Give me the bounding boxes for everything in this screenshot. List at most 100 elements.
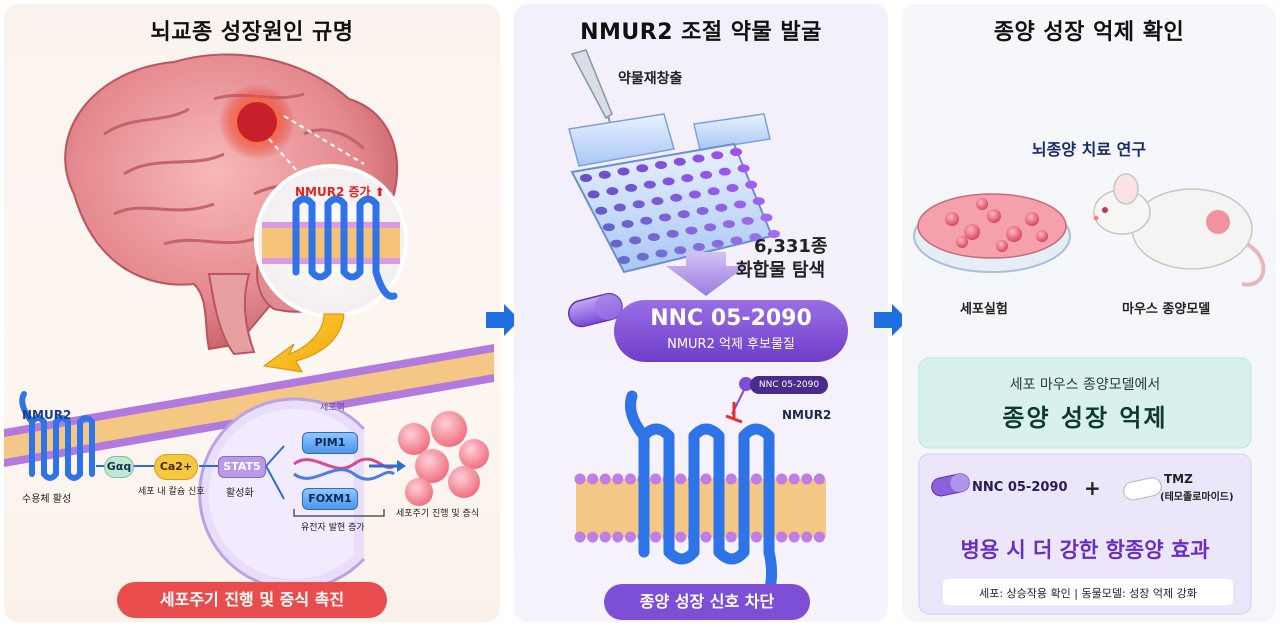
research-label: 뇌종양 치료 연구: [1031, 140, 1147, 159]
membrane-head: [750, 473, 762, 485]
drug-name: NNC 05-2090: [650, 306, 812, 331]
cell-exp-label: 세포실험: [960, 302, 1008, 317]
plate-well: [610, 239, 623, 248]
plate-well: [677, 210, 690, 219]
membrane-head: [700, 473, 712, 485]
flow-arrow-1: [486, 304, 520, 336]
membrane-head: [612, 531, 624, 543]
gaq-node: Gαq: [104, 456, 134, 478]
plate-well: [655, 161, 667, 169]
plate-well: [606, 187, 619, 196]
cell-cycle-label: 세포주기 진행 및 증식: [396, 509, 480, 519]
membrane-head: [650, 531, 662, 543]
calcium-signal-label: 세포 내 칼슘 신호: [138, 487, 205, 497]
plate-well: [700, 170, 713, 179]
plate-well: [718, 167, 731, 176]
nmur2-increase-label: NMUR2 증가 ⬆: [295, 185, 385, 199]
plate-well: [704, 223, 717, 232]
membrane-head: [650, 473, 662, 485]
box-big-text: 종양 성장 억제: [1002, 404, 1168, 432]
receptor-bubble: [292, 195, 398, 300]
plate-well: [640, 216, 653, 225]
combo-effect: 병용 시 더 강한 항종양 효과: [960, 538, 1210, 562]
plate-well: [655, 249, 668, 258]
plate-well: [692, 154, 705, 163]
plate-well: [621, 219, 634, 228]
membrane-head: [624, 473, 636, 485]
plate-well: [580, 174, 592, 182]
plate-well: [696, 206, 709, 215]
bottom-pill-block: 종양 성장 신호 차단: [604, 584, 810, 620]
membrane-head: [801, 531, 813, 543]
membrane-head: [587, 531, 599, 543]
plate-well: [707, 187, 720, 196]
membrane-head: [776, 531, 788, 543]
membrane-head: [675, 473, 687, 485]
plate-well: [726, 184, 739, 193]
experiment-illustration: [913, 173, 1266, 615]
pim1-node: PIM1: [302, 432, 358, 454]
membrane-head: [750, 531, 762, 543]
drug-illustration: [568, 49, 826, 610]
membrane-head: [776, 473, 788, 485]
combo-drug1: NNC 05-2090: [972, 480, 1068, 495]
plate-well: [734, 200, 747, 209]
panel1-title: 뇌교종 성장원인 규명: [150, 20, 354, 45]
membrane-head: [599, 531, 611, 543]
plate-well: [625, 183, 638, 192]
plate-well: [749, 233, 762, 242]
plate-well: [730, 236, 743, 245]
plate-well: [618, 256, 630, 264]
panel-drug-discovery: NMUR2 조절 약물 발굴: [514, 4, 888, 622]
capsule-tmz: [1123, 477, 1162, 501]
panel3-title: 종양 성장 억제 확인: [993, 20, 1185, 45]
membrane-head: [574, 531, 586, 543]
plate-well: [745, 180, 758, 189]
small-drug-tag: NNC 05-2090: [750, 376, 828, 394]
plate-well: [673, 157, 686, 166]
zoom-arrow: [262, 313, 345, 373]
receptor-main: [625, 390, 778, 610]
box-small-text: 세포 마우스 종양모델에서: [1009, 377, 1161, 393]
membrane-head: [599, 473, 611, 485]
plate-well: [666, 229, 679, 238]
plate-well: [768, 230, 780, 238]
membrane-head: [587, 473, 599, 485]
panel-tumor-suppression: 종양 성장 억제 확인: [902, 4, 1276, 622]
plate-well: [598, 170, 611, 179]
panel2-title: NMUR2 조절 약물 발굴: [580, 20, 822, 45]
plate-well: [711, 239, 724, 248]
membrane-head: [788, 473, 800, 485]
flow-arrow-2: [874, 304, 908, 336]
membrane-head: [801, 473, 813, 485]
combo-drug2: TMZ: [1164, 472, 1193, 486]
plate-well: [693, 243, 705, 251]
plate-well: [636, 164, 649, 173]
membrane-head: [675, 531, 687, 543]
membrane-head: [813, 473, 825, 485]
capsule-large: [568, 292, 623, 328]
plate-well: [688, 190, 701, 199]
mouse: [1093, 173, 1266, 287]
stat5-node: STAT5: [218, 456, 266, 478]
capsule-nnc: [931, 473, 970, 497]
membrane-head: [725, 473, 737, 485]
plate-well: [711, 151, 724, 160]
membrane-head: [788, 531, 800, 543]
nucleus-label: 세포핵: [320, 403, 345, 413]
plate-well: [636, 252, 649, 261]
membrane-head: [574, 473, 586, 485]
plate-well: [647, 233, 660, 242]
plate-well: [617, 167, 630, 176]
plate-well: [659, 213, 672, 222]
plate-well: [670, 193, 683, 202]
plate-well: [760, 213, 773, 222]
membrane-head: [624, 531, 636, 543]
plate-well: [632, 200, 645, 209]
foxm1-node: FOXM1: [302, 488, 358, 510]
plate-well: [674, 246, 687, 255]
nmur2-left-label: NMUR2: [22, 408, 72, 422]
ca-node: Ca2+: [154, 454, 198, 480]
plate-well: [651, 197, 664, 206]
plate-well: [741, 216, 754, 225]
